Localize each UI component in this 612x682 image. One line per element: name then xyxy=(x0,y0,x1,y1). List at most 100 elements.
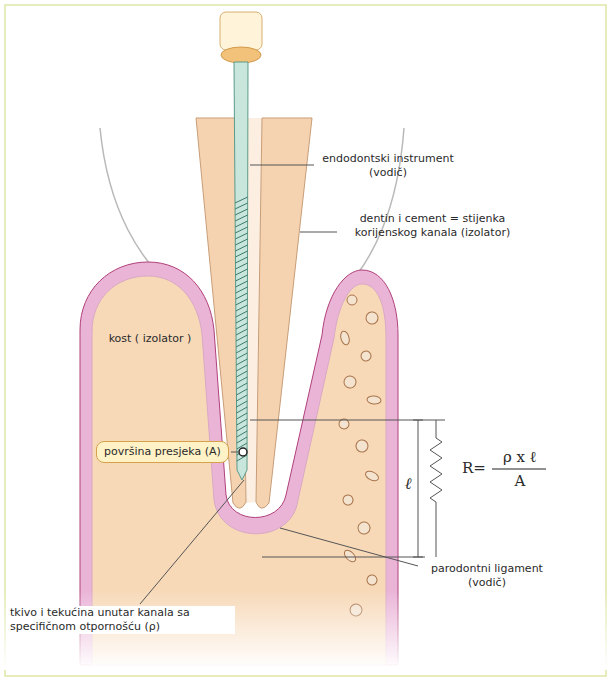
leader-line xyxy=(250,165,314,166)
thread-stroke xyxy=(236,359,247,365)
thread-stroke xyxy=(236,341,247,347)
bone-spot xyxy=(347,295,357,305)
leader-line xyxy=(140,480,244,604)
thread-stroke xyxy=(237,413,248,419)
thread-stroke xyxy=(235,233,247,239)
thread-stroke xyxy=(237,437,247,443)
leader-lines xyxy=(140,165,546,604)
root-wall xyxy=(256,118,312,508)
dimension-line xyxy=(250,420,445,421)
bone-spot xyxy=(342,374,359,391)
dimension-tick xyxy=(413,420,423,421)
thread-stroke xyxy=(236,347,247,353)
thread-stroke xyxy=(235,251,247,257)
part-label: tkivo i tekućina unutar kanala sa specif… xyxy=(10,606,235,634)
thread-stroke xyxy=(235,245,247,251)
label-box: ρ x ℓ xyxy=(494,448,546,467)
formula-text: A xyxy=(494,472,546,491)
dimension-line xyxy=(262,557,425,558)
thread-stroke xyxy=(235,215,247,221)
leader-line xyxy=(300,232,337,233)
fade xyxy=(0,590,612,670)
thread-stroke xyxy=(236,323,247,329)
part-label: dentin i cement = stijenka korijenskog k… xyxy=(340,212,525,240)
thread-stroke xyxy=(237,431,247,437)
bone-spot xyxy=(364,310,381,327)
part-label: parodontni ligament (vodič) xyxy=(412,562,562,590)
thread-stroke xyxy=(235,227,247,233)
formula-text: R= xyxy=(462,459,492,478)
bone-spot xyxy=(341,493,354,506)
thread-stroke xyxy=(237,401,248,407)
thread-stroke xyxy=(235,221,247,227)
part-label: kost ( izolator ) xyxy=(105,332,195,346)
bone-spot xyxy=(367,395,382,404)
instrument-thread xyxy=(235,197,248,461)
thread-stroke xyxy=(237,407,248,413)
thread-stroke xyxy=(236,281,248,287)
thread-stroke xyxy=(236,305,248,311)
thread-stroke xyxy=(237,425,247,431)
thread-stroke xyxy=(235,197,248,203)
label-box: A xyxy=(494,472,546,491)
thread-stroke xyxy=(236,335,247,341)
bone-spot xyxy=(355,439,369,453)
thread-stroke xyxy=(236,287,248,293)
bone-spot xyxy=(364,469,380,482)
leader-line xyxy=(231,452,238,453)
thread-stroke xyxy=(237,449,247,455)
resistor-symbol xyxy=(430,420,442,557)
thread-stroke xyxy=(236,365,247,371)
fraction-bar xyxy=(492,468,546,469)
bone-spot xyxy=(360,350,373,363)
dimension-tick xyxy=(413,557,423,558)
thread-stroke xyxy=(236,263,248,269)
bone-spot xyxy=(357,521,371,535)
leader-line xyxy=(280,528,418,566)
label-box-rounded: površina presjeka (A) xyxy=(96,441,229,463)
bone-spot xyxy=(339,330,351,346)
bone-spots xyxy=(337,295,381,618)
thread-stroke xyxy=(236,371,247,377)
formula-text: ℓ xyxy=(401,474,415,494)
label-box: dentin i cement = stijenka korijenskog k… xyxy=(340,212,525,240)
thread-stroke xyxy=(235,257,247,263)
instrument-shaft xyxy=(234,62,248,480)
instrument-handle xyxy=(220,12,262,50)
label-box: kost ( izolator ) xyxy=(105,332,195,346)
label-box: ℓ xyxy=(401,474,415,494)
thread-stroke xyxy=(236,299,248,305)
frame xyxy=(5,5,606,676)
label-box: tkivo i tekućina unutar kanala sa specif… xyxy=(10,606,235,634)
bone-spot xyxy=(342,548,357,564)
thread-stroke xyxy=(236,353,247,359)
bone-spot xyxy=(367,575,378,586)
thread-stroke xyxy=(236,329,247,335)
formula-text: ρ x ℓ xyxy=(494,448,546,467)
thread-stroke xyxy=(236,311,248,317)
part-label: endodontski instrument (vodič) xyxy=(318,152,458,180)
bone-spot xyxy=(337,417,351,431)
thread-stroke xyxy=(236,269,248,275)
thread-stroke xyxy=(236,389,247,395)
thread-stroke xyxy=(236,383,247,389)
dimension-line xyxy=(418,420,419,557)
thread-stroke xyxy=(236,395,247,401)
thread-stroke xyxy=(235,203,248,209)
node-text: površina presjeka (A) xyxy=(104,445,221,459)
thread-stroke xyxy=(237,419,247,425)
thread-stroke xyxy=(236,293,248,299)
thread-stroke xyxy=(236,317,247,323)
section-marker xyxy=(239,448,247,456)
label-box: endodontski instrument (vodič) xyxy=(318,152,458,180)
thread-stroke xyxy=(236,377,247,383)
label-box: parodontni ligament (vodič) xyxy=(412,562,562,590)
instrument-collar xyxy=(221,47,261,63)
thread-stroke xyxy=(235,239,247,245)
thread-stroke xyxy=(235,209,248,215)
label-box: R= xyxy=(462,459,492,478)
thread-stroke xyxy=(236,275,248,281)
